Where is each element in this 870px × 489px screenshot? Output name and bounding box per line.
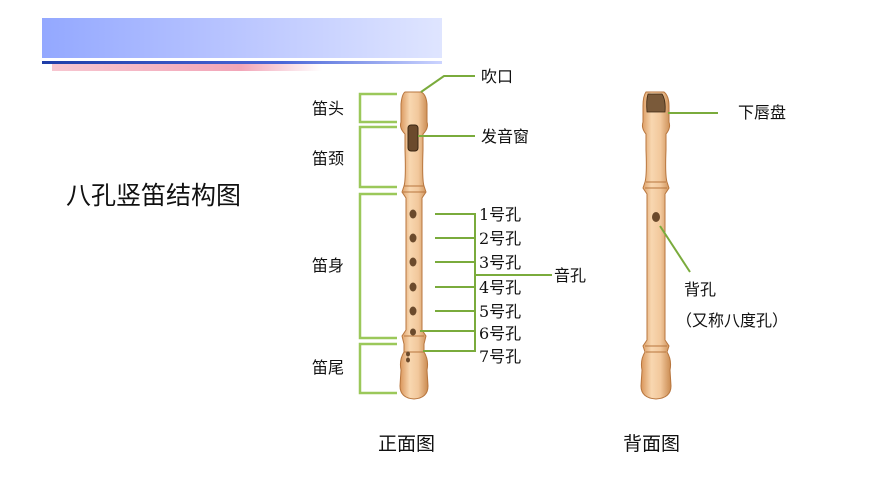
label-head: 笛头 bbox=[312, 99, 344, 118]
label-hole-4: 4号孔 bbox=[479, 278, 521, 297]
label-hole-7: 7号孔 bbox=[479, 347, 521, 366]
label-body: 笛身 bbox=[312, 256, 344, 275]
caption-back: 背面图 bbox=[623, 433, 680, 455]
bracket-body bbox=[358, 192, 397, 340]
label-hole-2: 2号孔 bbox=[479, 229, 521, 248]
front-hole-5 bbox=[409, 306, 417, 316]
bracket-head bbox=[358, 92, 397, 124]
label-back-hole-note: （又称八度孔） bbox=[676, 311, 788, 330]
header-accent bbox=[52, 64, 322, 71]
label-hole-3: 3号孔 bbox=[479, 253, 521, 272]
label-lip-plate: 下唇盘 bbox=[738, 103, 786, 122]
front-hole-7b bbox=[406, 357, 410, 363]
front-hole-6 bbox=[410, 328, 416, 336]
front-window bbox=[407, 124, 419, 152]
label-hole-6: 6号孔 bbox=[479, 324, 521, 343]
caption-front: 正面图 bbox=[378, 433, 435, 455]
back-body bbox=[640, 91, 672, 400]
header-bar bbox=[42, 18, 442, 58]
hole-bracket bbox=[423, 213, 476, 352]
bracket-neck bbox=[358, 125, 397, 189]
label-neck: 笛颈 bbox=[312, 149, 344, 168]
front-hole-7a bbox=[406, 351, 410, 357]
front-head-piece bbox=[399, 91, 429, 400]
back-recorder bbox=[640, 91, 672, 400]
pointer-back-hole bbox=[659, 225, 691, 273]
front-hole-3 bbox=[409, 257, 417, 267]
front-hole-1 bbox=[409, 209, 417, 219]
label-tail: 笛尾 bbox=[312, 358, 344, 377]
diagram-title: 八孔竖笛结构图 bbox=[66, 181, 242, 210]
label-hole-1: 1号孔 bbox=[479, 205, 521, 224]
label-hole-5: 5号孔 bbox=[479, 302, 521, 321]
front-pointers bbox=[418, 75, 552, 352]
front-hole-2 bbox=[409, 233, 417, 243]
back-thumb-hole bbox=[652, 212, 660, 222]
pointer-mouthpiece bbox=[420, 75, 475, 93]
section-brackets bbox=[358, 92, 397, 395]
bracket-tail bbox=[358, 342, 397, 395]
label-back-hole: 背孔 bbox=[684, 280, 716, 299]
back-pointers bbox=[659, 112, 718, 273]
label-holes-group: 音孔 bbox=[554, 266, 586, 285]
front-hole-4 bbox=[409, 282, 417, 292]
front-recorder bbox=[399, 91, 429, 400]
header-underline bbox=[42, 61, 442, 64]
label-window: 发音窗 bbox=[481, 127, 529, 146]
label-mouthpiece: 吹口 bbox=[481, 67, 513, 86]
back-lip-plate bbox=[646, 93, 666, 113]
